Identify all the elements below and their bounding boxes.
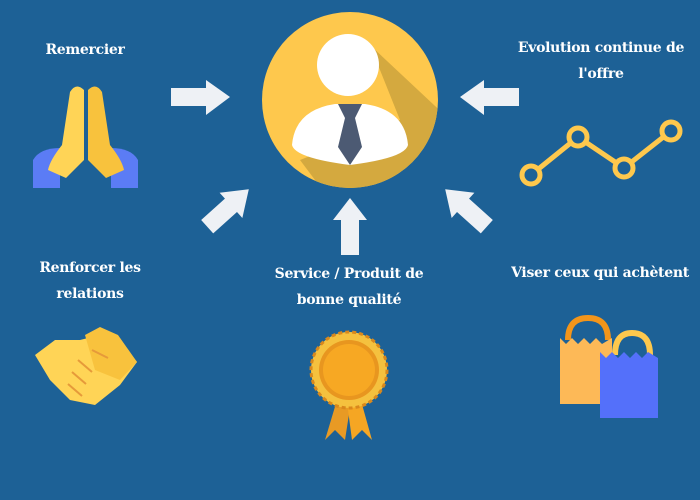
shopping-bags-icon <box>560 314 658 418</box>
label-renforcer-relations: Renforcer les relations <box>10 255 170 307</box>
label-service-produit: Service / Produit de bonne qualité <box>249 261 449 313</box>
arrow-up-icon <box>333 198 367 255</box>
arrow-up-right-icon <box>201 189 249 234</box>
label-line: Service / Produit de <box>274 266 424 282</box>
label-line: relations <box>56 286 124 302</box>
label-line: l'offre <box>578 66 624 82</box>
arrows <box>171 80 519 255</box>
label-evolution-offre: Evolution continue de l'offre <box>505 35 697 87</box>
arrow-up-left-icon <box>445 189 493 234</box>
label-viser-acheteurs: Viser ceux qui achètent <box>511 265 689 281</box>
label-line: Evolution continue de <box>517 40 685 56</box>
arrow-right-icon <box>171 80 230 115</box>
businessman-icon <box>262 12 438 188</box>
praying-hands-icon <box>33 86 138 188</box>
label-remercier: Remercier <box>45 42 125 58</box>
award-medal-icon <box>309 330 389 440</box>
label-line: Renforcer les <box>39 260 141 276</box>
label-line: bonne qualité <box>296 292 402 308</box>
handshake-icon <box>35 327 137 405</box>
arrow-left-icon <box>460 80 519 115</box>
growth-line-icon <box>519 119 683 187</box>
